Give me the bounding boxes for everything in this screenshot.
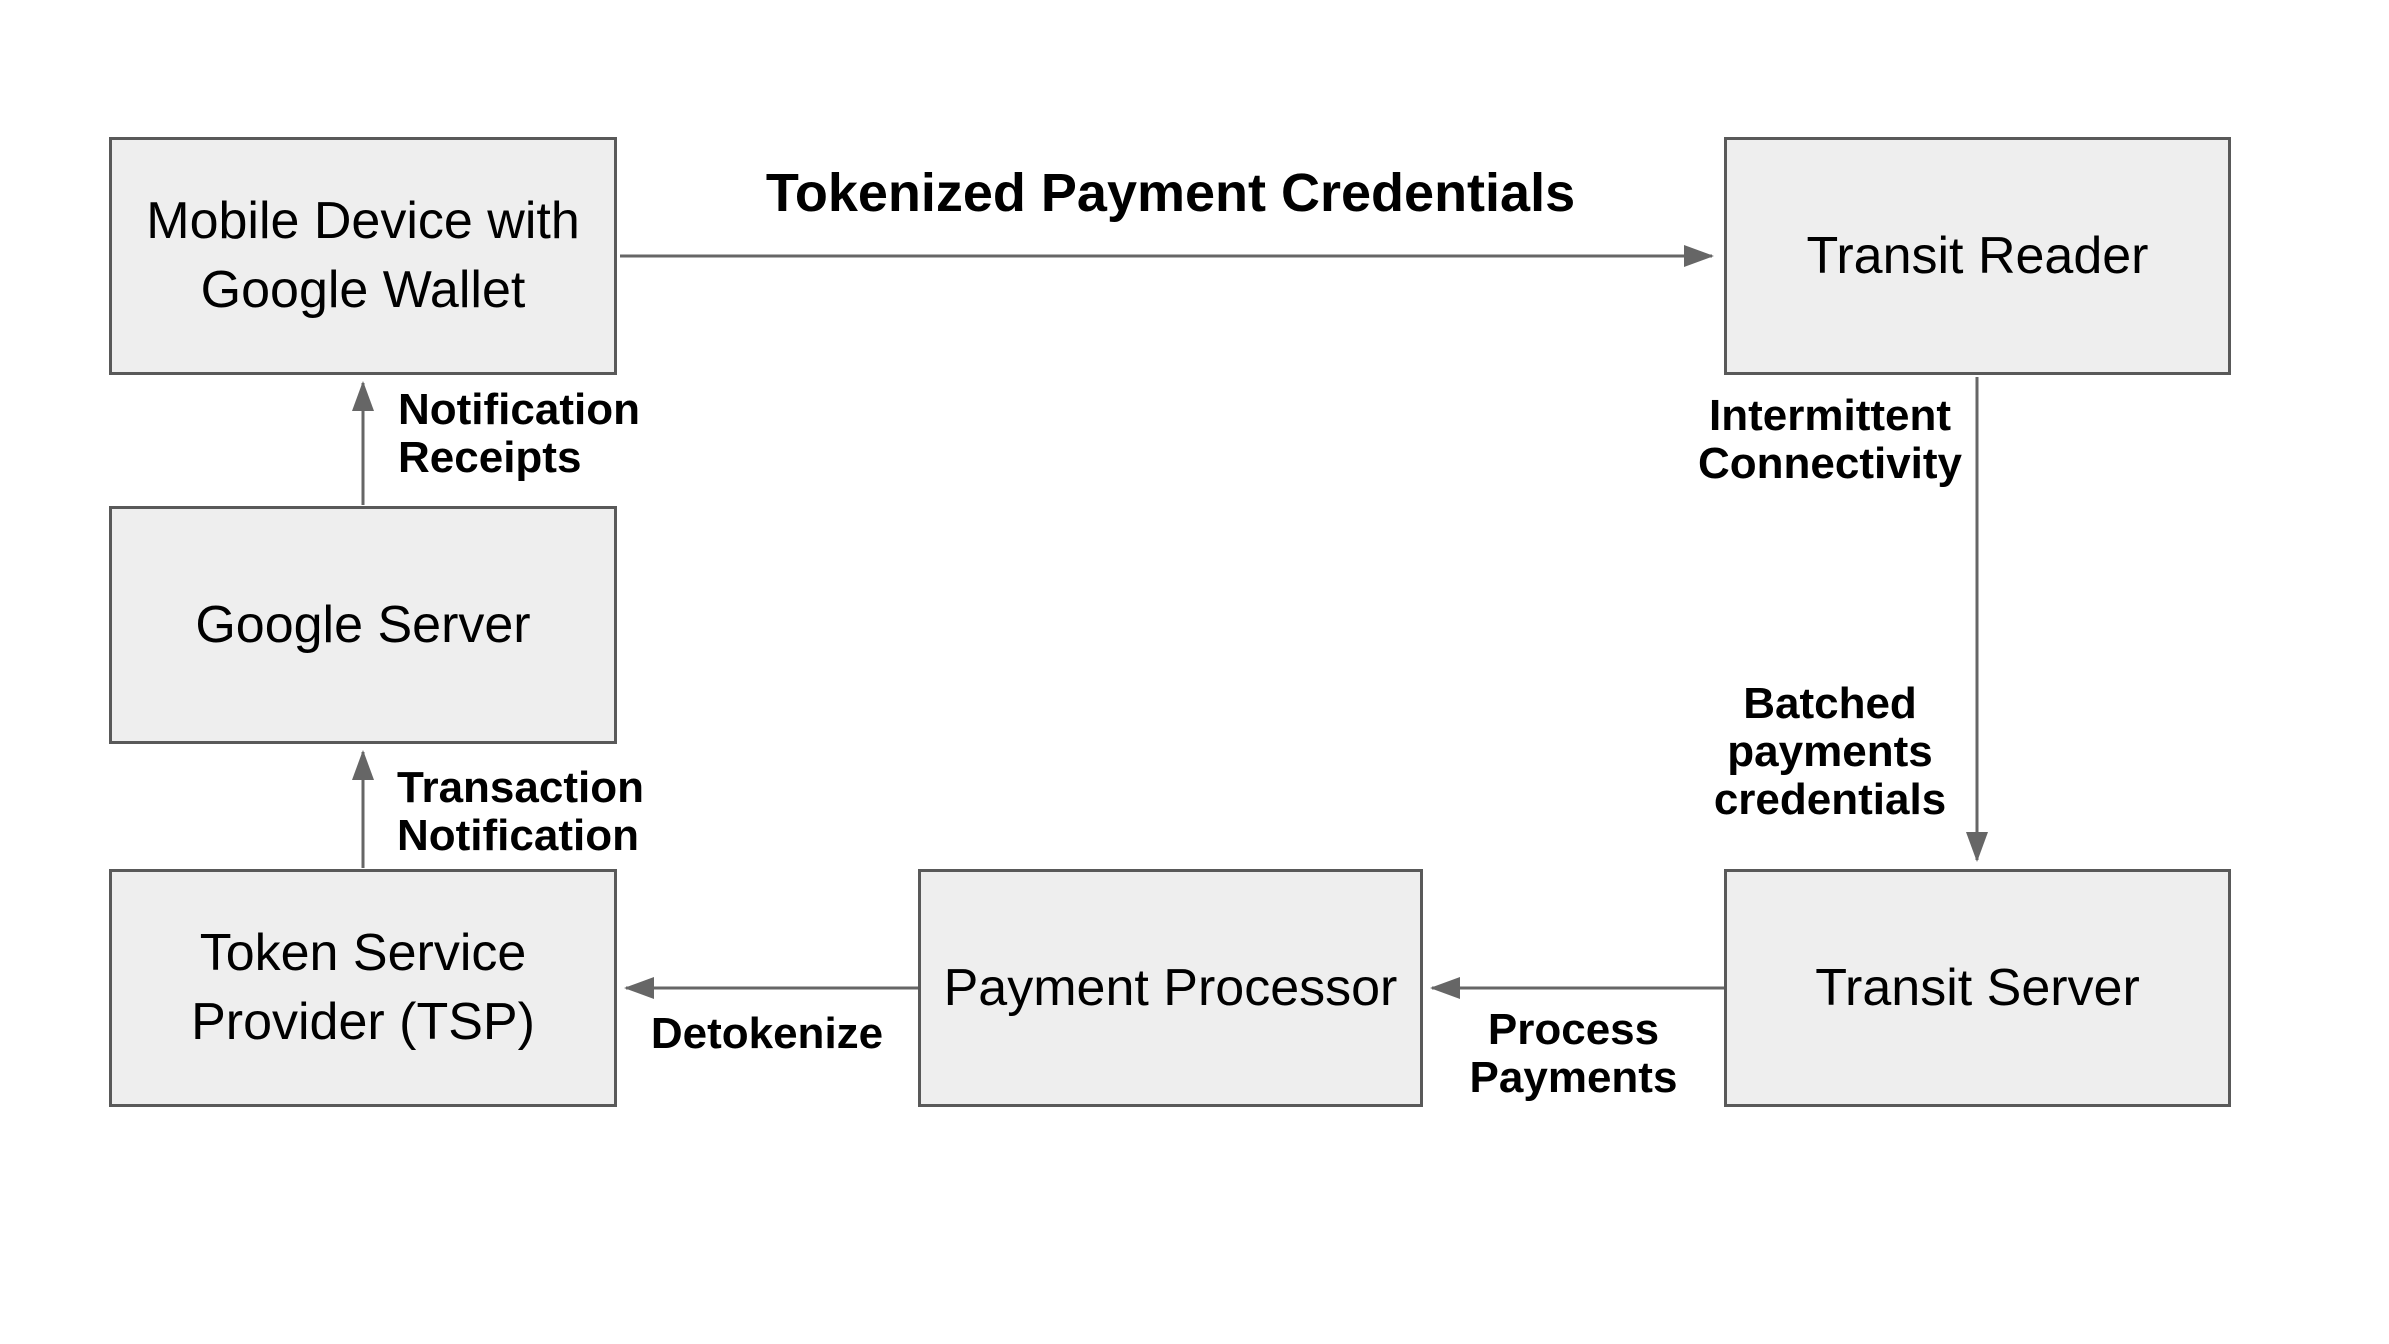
node-token-service-provider-label: Token Service Provider (TSP) — [191, 924, 535, 1051]
edge-label-intermittent-connectivity: Intermittent Connectivity — [1697, 391, 1963, 488]
edge-label-transaction-notification: Transaction Notification — [397, 763, 644, 860]
node-transit-server-label: Transit Server — [1815, 958, 2140, 1017]
node-payment-processor-label: Payment Processor — [943, 958, 1398, 1017]
node-transit-reader-label: Transit Reader — [1806, 226, 2149, 285]
edge-label-process-payments: Process Payments — [1469, 1005, 1678, 1102]
edge-label-detokenize: Detokenize — [650, 1009, 884, 1058]
node-transit-reader: Transit Reader — [1724, 137, 2231, 375]
node-payment-processor: Payment Processor — [918, 869, 1423, 1107]
node-google-server-label: Google Server — [195, 595, 531, 654]
edge-label-tokenized-payment-credentials: Tokenized Payment Credentials — [765, 163, 1576, 223]
node-mobile-device-label: Mobile Device with Google Wallet — [146, 192, 580, 319]
edge-label-notification-receipts: Notification Receipts — [398, 385, 640, 482]
edge-label-batched-payments-credentials: Batched payments credentials — [1713, 679, 1947, 824]
node-transit-server: Transit Server — [1724, 869, 2231, 1107]
node-token-service-provider: Token Service Provider (TSP) — [109, 869, 617, 1107]
node-mobile-device: Mobile Device with Google Wallet — [109, 137, 617, 375]
node-google-server: Google Server — [109, 506, 617, 744]
